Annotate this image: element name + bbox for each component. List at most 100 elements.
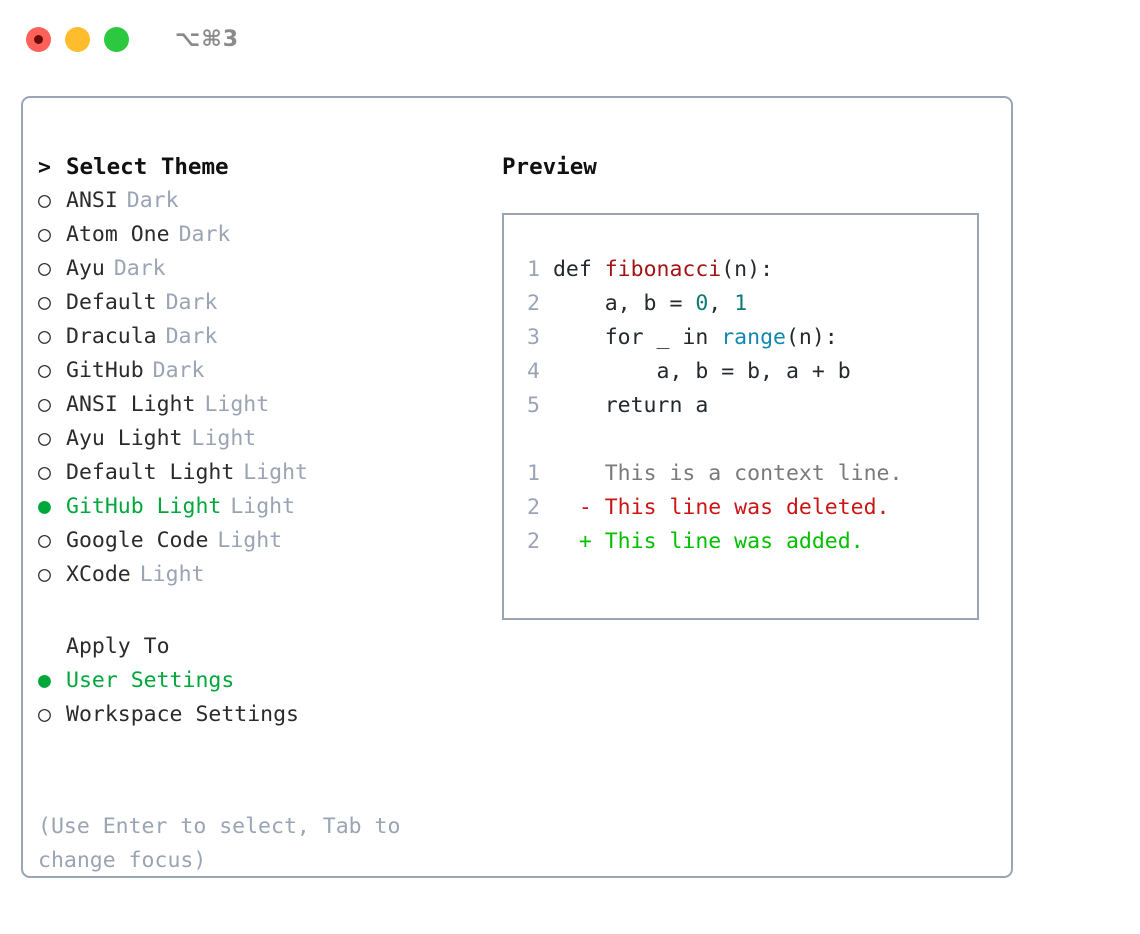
theme-name: ANSI [66,188,118,213]
theme-category: Light [191,426,257,451]
apply-to-title: Apply To [66,634,170,659]
theme-name: Ayu [66,256,105,281]
theme-category: Dark [126,188,179,213]
code-line: 4 a, b = b, a + b [518,355,977,389]
focus-marker-icon: > [38,155,51,180]
diff-line: 2 + This line was added. [518,525,977,559]
theme-category: Dark [178,222,231,247]
apply-to-option[interactable]: ○ Workspace Settings [38,698,488,732]
apply-to-list: ● User Settings ○ Workspace Settings [38,664,488,732]
theme-list-item[interactable]: ○ Default Dark [38,286,488,320]
theme-category: Dark [165,324,218,349]
code-token: a, b = b, a + b [552,359,851,384]
diff-text: This line was deleted. [604,495,890,520]
theme-name: XCode [66,562,131,587]
apply-to-label: User Settings [66,668,235,693]
radio-unselected-icon: ○ [38,324,51,349]
theme-list-item[interactable]: ● GitHub Light Light [38,490,488,524]
diff-sign: + [540,529,605,554]
theme-category: Light [230,494,296,519]
theme-category: Dark [113,256,166,281]
radio-unselected-icon: ○ [38,562,51,587]
diff-line: 1 This is a context line. [518,457,977,491]
code-token: a, b = [552,291,696,316]
theme-list-item[interactable]: ○ Ayu Dark [38,252,488,286]
radio-unselected-icon: ○ [38,426,51,451]
diff-text: This is a context line. [604,461,903,486]
title-bar: ⌥⌘3 [0,0,1140,78]
theme-name: GitHub [66,358,144,383]
code-line-number: 2 [527,291,540,316]
diff-text: This line was added. [604,529,864,554]
theme-name: Default [66,290,157,315]
code-token: 0 [695,291,709,316]
code-token: for _ in [552,325,722,350]
diff-line-number: 1 [527,461,540,486]
code-token: 1 [734,291,748,316]
radio-unselected-icon: ○ [38,358,51,383]
code-token: def [552,257,605,282]
code-diff-separator [518,423,977,457]
theme-name: Atom One [66,222,170,247]
theme-list-item[interactable]: ○ GitHub Dark [38,354,488,388]
close-button[interactable] [26,26,51,52]
code-token: (n): [721,257,774,282]
radio-unselected-icon: ○ [38,528,51,553]
diff-sign: - [540,495,605,520]
maximize-button[interactable] [104,26,129,52]
code-line-number: 5 [527,393,540,418]
recording-indicator-icon [34,34,43,44]
theme-category: Light [139,562,205,587]
radio-selected-icon: ● [38,668,51,693]
code-line-number: 1 [527,257,540,282]
theme-picker-title: Select Theme [66,154,229,180]
diff-sign [540,461,605,486]
theme-category: Dark [152,358,205,383]
radio-unselected-icon: ○ [38,290,51,315]
code-line: 3 for _ in range(n): [518,321,977,355]
theme-category: Light [217,528,283,553]
radio-unselected-icon: ○ [38,702,51,727]
theme-list-item[interactable]: ○ Dracula Dark [38,320,488,354]
diff-line-number: 2 [527,529,540,554]
code-line: 2 a, b = 0, 1 [518,287,977,321]
radio-unselected-icon: ○ [38,222,51,247]
theme-name: Ayu Light [66,426,183,451]
theme-name: GitHub Light [66,494,222,519]
section-gap [38,592,488,630]
code-token: , [708,291,735,316]
theme-name: Google Code [66,528,209,553]
code-line-number: 3 [527,325,540,350]
theme-list-item[interactable]: ○ Google Code Light [38,524,488,558]
shortcut-label: ⌥⌘3 [175,26,240,52]
theme-name: ANSI Light [66,392,196,417]
diff-line-number: 2 [527,495,540,520]
theme-list-item[interactable]: ○ XCode Light [38,558,488,592]
code-token: return a [552,393,709,418]
code-line: 5 return a [518,389,977,423]
theme-category: Dark [165,290,218,315]
preview-column: Preview 1 def fibonacci(n):2 a, b = 0, 1… [502,150,997,620]
theme-list-item[interactable]: ○ Atom One Dark [38,218,488,252]
radio-unselected-icon: ○ [38,460,51,485]
code-line-number: 4 [527,359,540,384]
radio-selected-icon: ● [38,494,51,519]
diff-line: 2 - This line was deleted. [518,491,977,525]
code-token: fibonacci [604,257,722,282]
theme-name: Dracula [66,324,157,349]
minimize-button[interactable] [65,26,90,52]
radio-unselected-icon: ○ [38,256,51,281]
theme-category: Light [243,460,309,485]
theme-category: Light [204,392,270,417]
apply-to-option[interactable]: ● User Settings [38,664,488,698]
theme-list-item[interactable]: ○ Ayu Light Light [38,422,488,456]
apply-to-label: Workspace Settings [66,702,299,727]
